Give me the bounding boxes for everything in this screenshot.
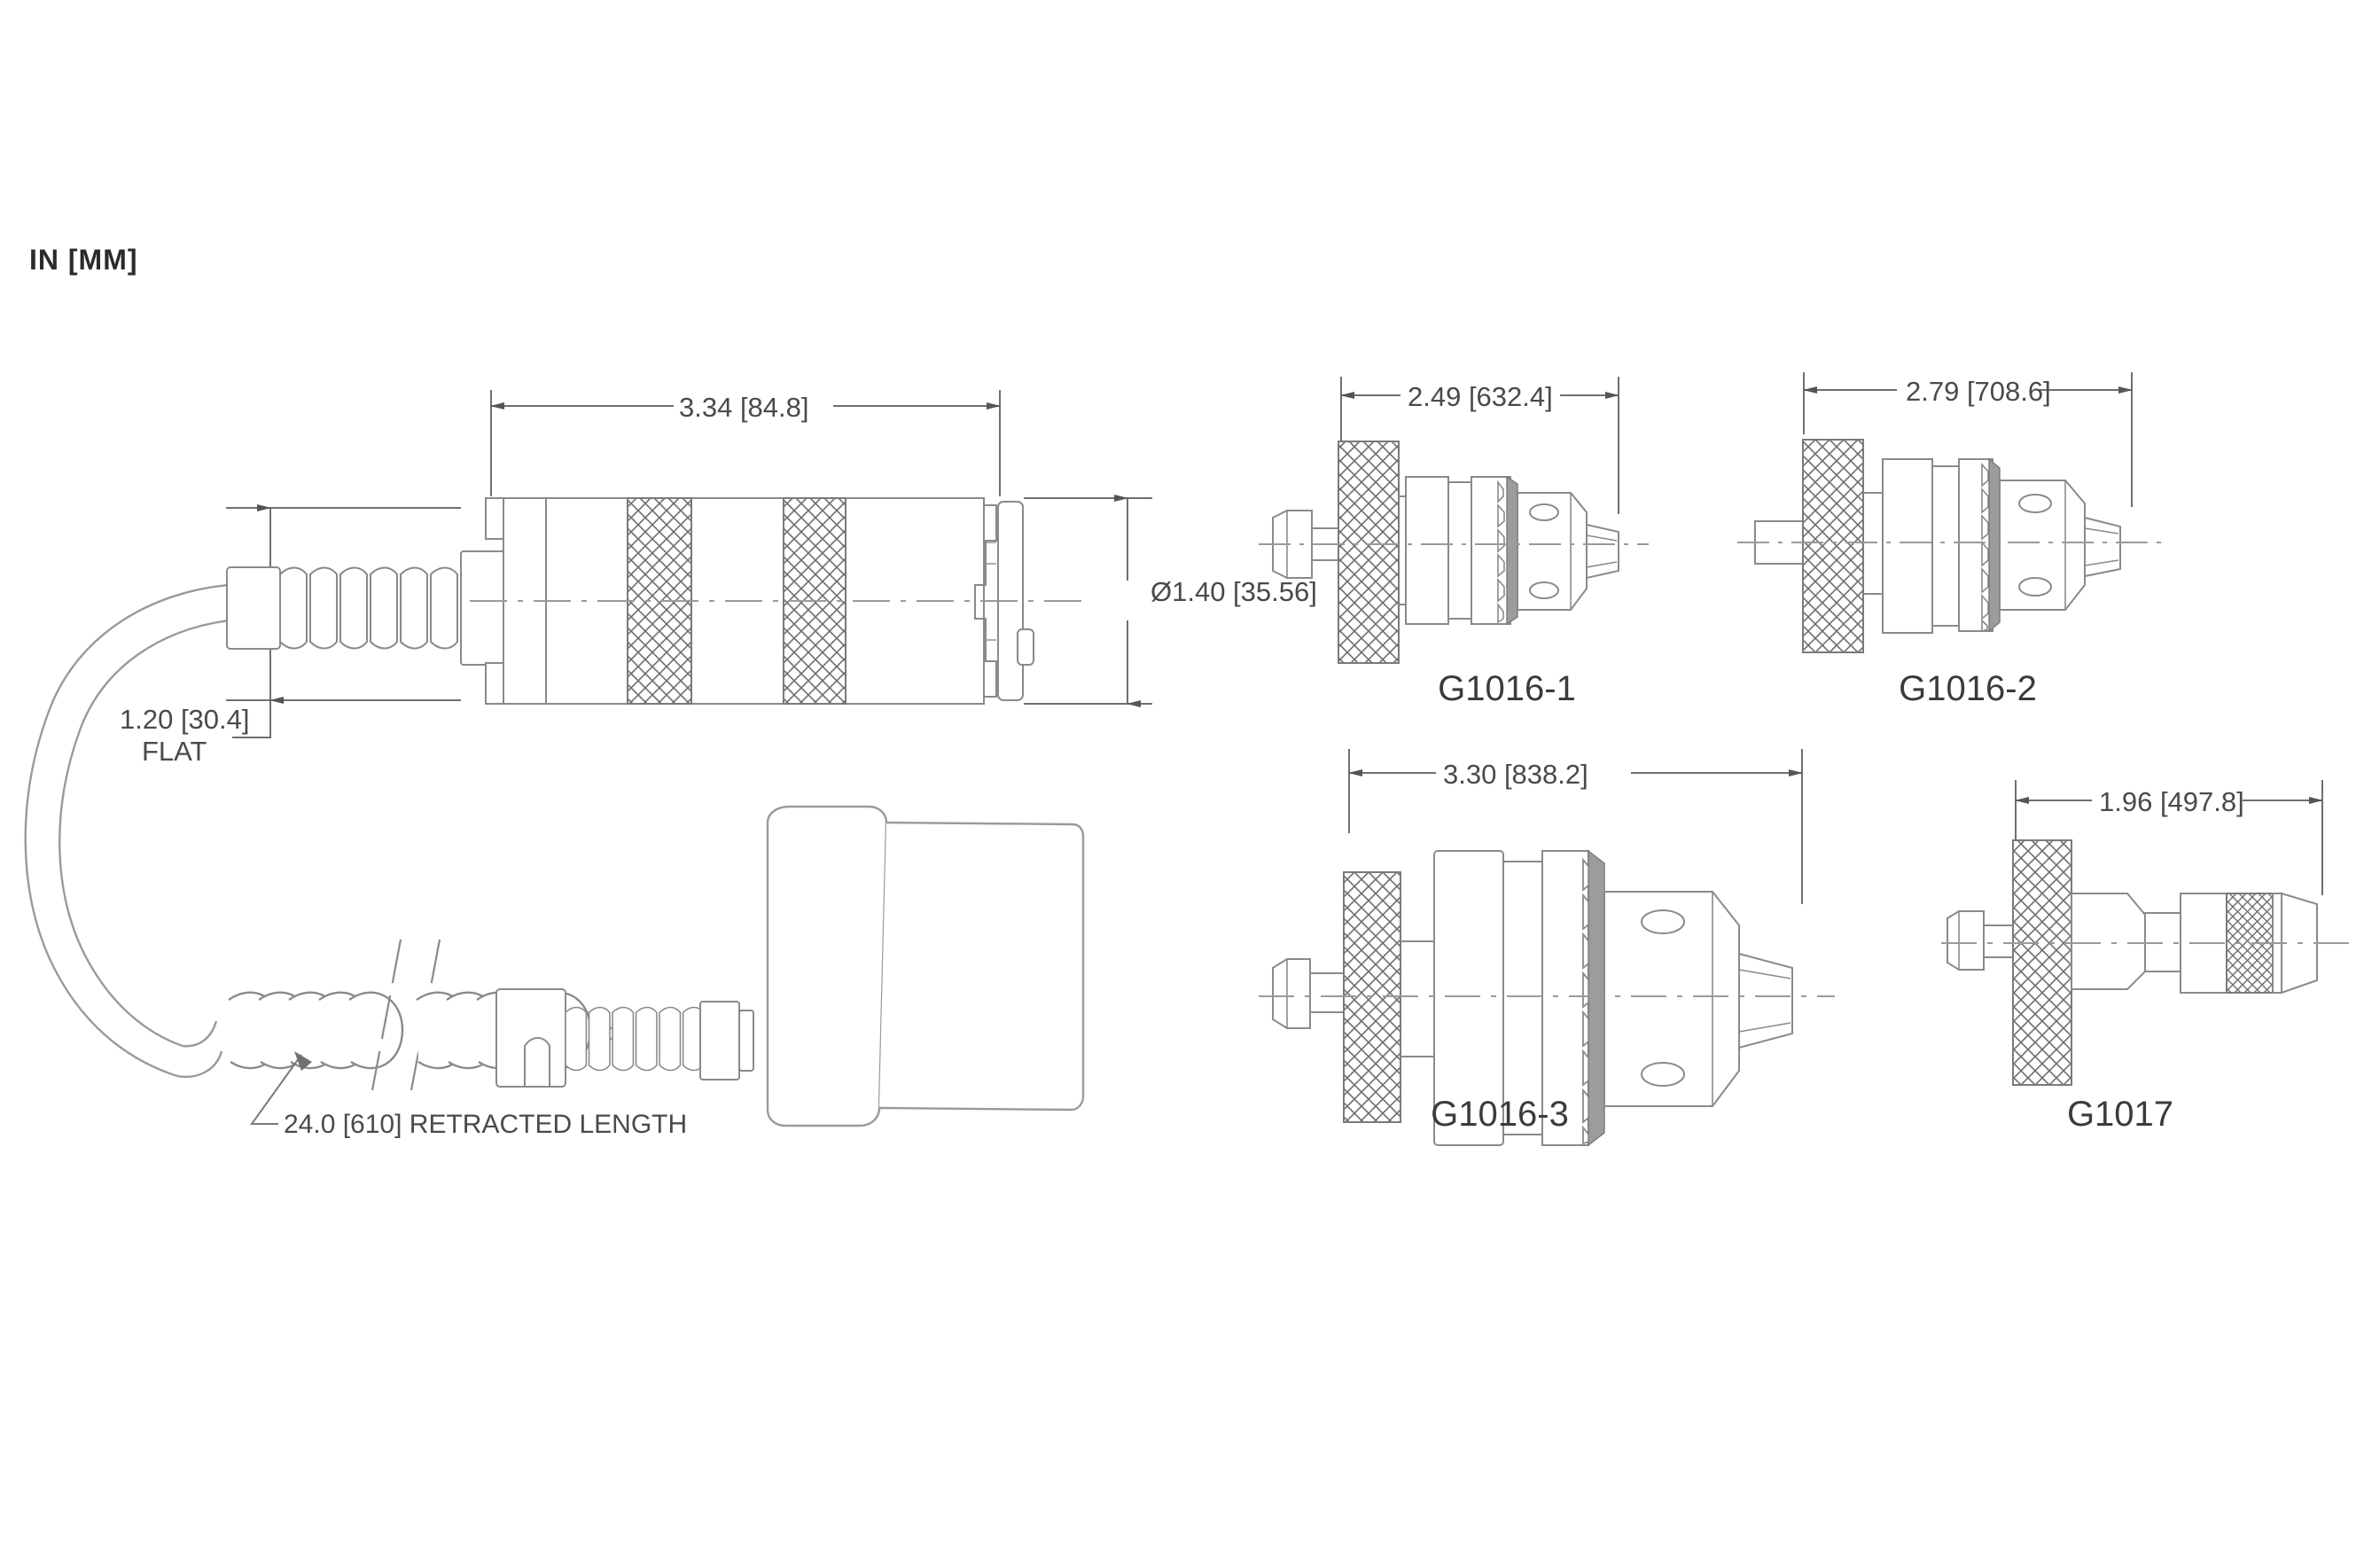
cable-loop [24, 583, 230, 1078]
dim-label-g1016-3: 3.30 [838.2] [1443, 759, 1588, 790]
attachment-g1016-1 [1259, 377, 1649, 664]
dim-label-body-diameter: Ø1.40 [35.56] [1151, 576, 1317, 607]
dim-label-g1016-1: 2.49 [632.4] [1408, 381, 1553, 412]
part-label-g1016-3: G1016-3 [1431, 1095, 1569, 1134]
part-label-g1016-2: G1016-2 [1899, 669, 2037, 708]
units-title: IN [MM] [29, 244, 138, 276]
cord-connector-body [766, 805, 1085, 1127]
strain-relief-boot-upper [226, 550, 537, 666]
dim-label-g1016-2: 2.79 [708.6] [1906, 376, 2051, 407]
knurled-collar [1338, 441, 1400, 664]
dim-label-g1017: 1.96 [497.8] [2099, 786, 2244, 817]
dim-label-body-length: 3.34 [84.8] [679, 392, 809, 423]
attachment-g1016-2 [1737, 372, 2163, 653]
leader-retracted-length [250, 1051, 312, 1125]
attachment-g1016-3 [1259, 749, 1835, 1147]
dim-label-flat-note: FLAT [142, 736, 207, 767]
strain-relief-boot-lower [495, 988, 754, 1088]
note-retracted-length: 24.0 [610] RETRACTED LENGTH [284, 1110, 687, 1139]
dimension-body-diameter [1024, 495, 1152, 707]
part-label-g1017: G1017 [2067, 1095, 2173, 1134]
attachment-g1017 [1941, 780, 2358, 1086]
dim-label-flat: 1.20 [30.4] [120, 704, 250, 735]
part-label-g1016-1: G1016-1 [1438, 669, 1576, 708]
dimension-body-length [490, 390, 1001, 496]
